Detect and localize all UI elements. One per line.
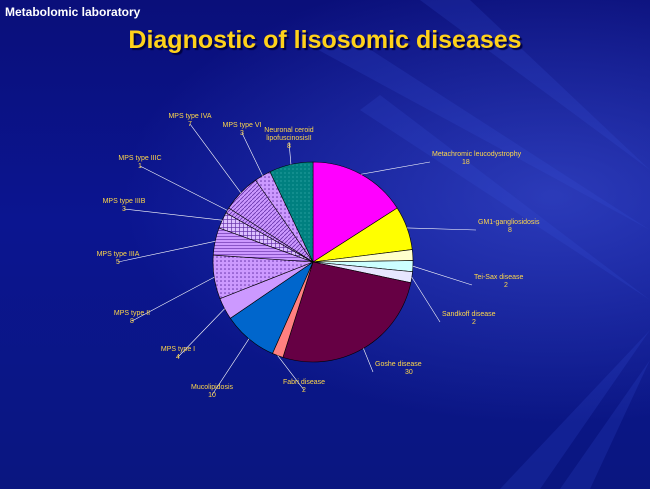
leader-line: [189, 123, 242, 193]
leader-line: [411, 277, 441, 323]
leader-line: [412, 265, 473, 286]
leader-line: [131, 276, 215, 322]
leader-line: [117, 241, 216, 263]
leader-line: [241, 132, 263, 176]
leader-line: [360, 161, 431, 175]
leader-line: [177, 308, 225, 358]
leader-line: [277, 355, 305, 391]
leader-line: [139, 165, 228, 211]
leader-line: [123, 208, 223, 221]
leader-line: [407, 227, 477, 231]
slide-title: Diagnostic of lisosomic diseases: [128, 26, 522, 54]
leader-line: [211, 338, 250, 396]
leader-line: [288, 141, 292, 165]
lab-label: Metabolomic laboratory: [5, 5, 141, 19]
leader-line: [363, 348, 374, 373]
pie-slice-goshe-disease: [282, 261, 412, 363]
pie-slice-neuronal-ceroid-lipofuscinosisii: [269, 161, 314, 263]
pie-slice-metachromic-leucodystrophy: [312, 161, 398, 263]
